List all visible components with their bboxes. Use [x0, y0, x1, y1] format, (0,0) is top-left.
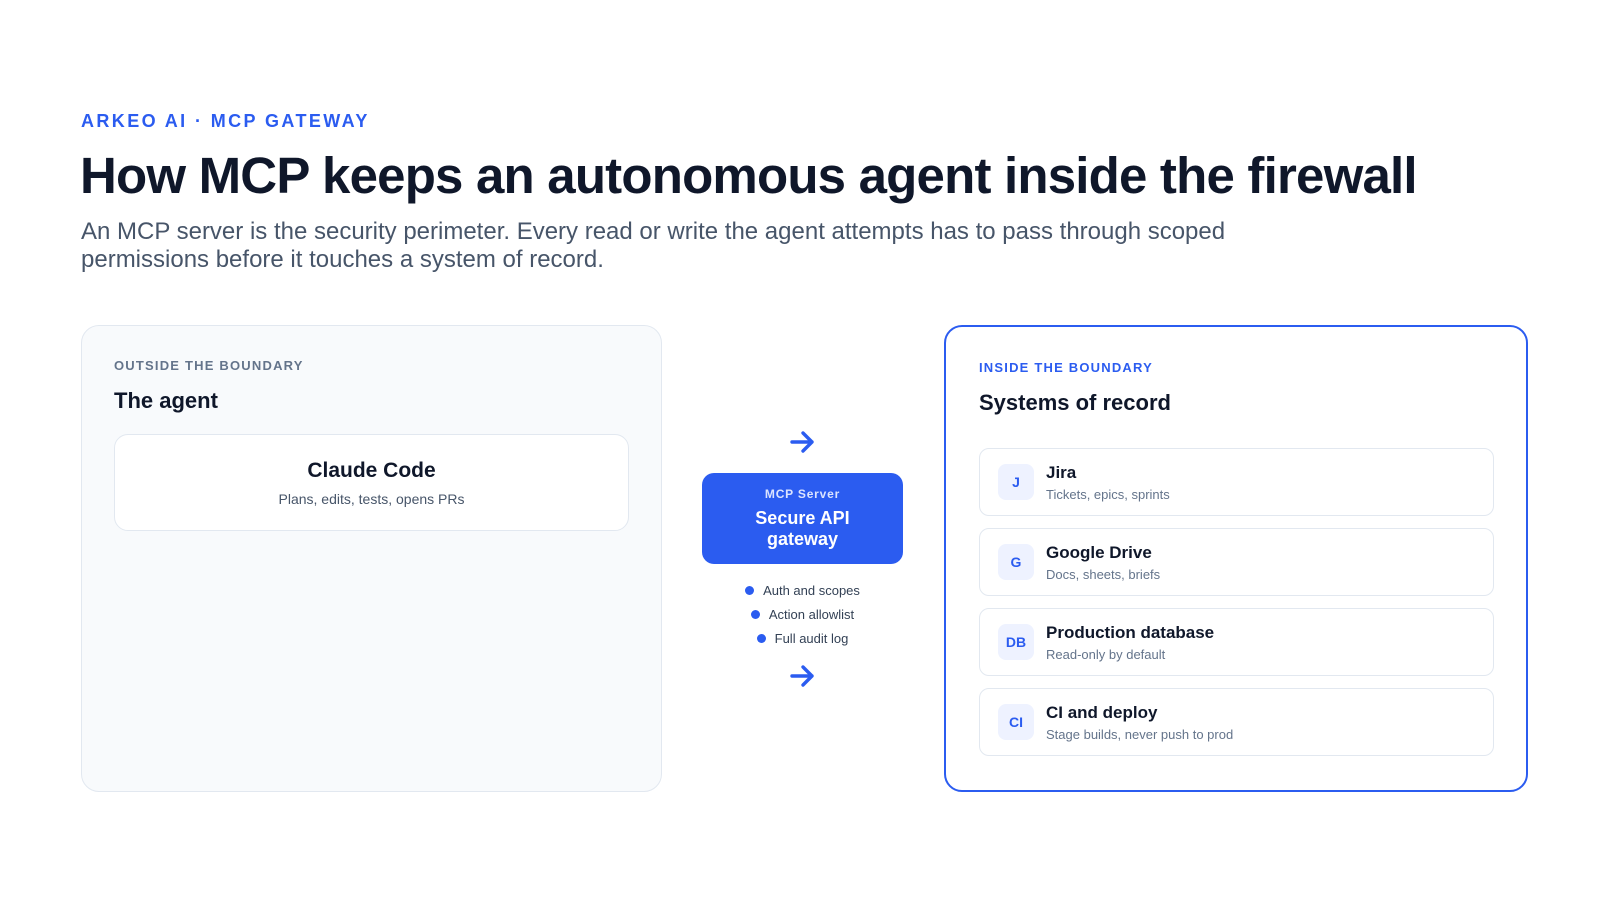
- feature-item: Auth and scopes: [702, 578, 903, 602]
- system-description: Read-only by default: [1046, 647, 1166, 662]
- arrow-right-icon: [790, 431, 814, 453]
- feature-label: Full audit log: [774, 630, 849, 646]
- gateway-name: Secure API gateway: [755, 508, 850, 549]
- system-name: Google Drive: [1046, 543, 1152, 562]
- feature-item: Action allowlist: [702, 602, 903, 626]
- feature-item: Full audit log: [702, 626, 903, 650]
- system-badge: G: [998, 544, 1034, 580]
- inside-boundary-panel: INSIDE THE BOUNDARY Systems of record J …: [944, 325, 1528, 792]
- system-row-jira: J Jira Tickets, epics, sprints: [979, 448, 1494, 516]
- system-name: Production database: [1046, 623, 1215, 642]
- system-badge: J: [998, 464, 1034, 500]
- inside-boundary-title: Systems of record: [979, 390, 1171, 415]
- bullet-dot-icon: [745, 585, 755, 595]
- agent-description: Plans, edits, tests, opens PRs: [278, 491, 465, 507]
- outside-boundary-label: OUTSIDE THE BOUNDARY: [114, 358, 304, 373]
- system-row-google-drive: G Google Drive Docs, sheets, briefs: [979, 528, 1494, 596]
- outside-boundary-title: The agent: [114, 388, 218, 413]
- mcp-server-box: MCP Server Secure API gateway: [702, 473, 903, 564]
- system-name: CI and deploy: [1046, 703, 1158, 722]
- system-row-ci-deploy: CI CI and deploy Stage builds, never pus…: [979, 688, 1494, 756]
- systems-list: J Jira Tickets, epics, sprints G Google …: [979, 448, 1494, 768]
- system-badge: DB: [998, 624, 1034, 660]
- system-badge: CI: [998, 704, 1034, 740]
- page-title: How MCP keeps an autonomous agent inside…: [80, 147, 1418, 204]
- feature-label: Action allowlist: [768, 606, 855, 622]
- agent-name: Claude Code: [307, 459, 436, 482]
- inside-boundary-label: INSIDE THE BOUNDARY: [979, 360, 1153, 375]
- bullet-dot-icon: [756, 633, 766, 643]
- bullet-dot-icon: [750, 609, 760, 619]
- gateway-features: Auth and scopes Action allowlist Full au…: [702, 578, 903, 650]
- system-name: Jira: [1046, 463, 1077, 482]
- system-row-production-database: DB Production database Read-only by defa…: [979, 608, 1494, 676]
- system-description: Docs, sheets, briefs: [1046, 567, 1161, 582]
- arrow-right-icon: [790, 665, 814, 687]
- agent-card: Claude Code Plans, edits, tests, opens P…: [114, 434, 629, 531]
- system-description: Stage builds, never push to prod: [1046, 727, 1234, 742]
- page-subtitle: An MCP server is the security perimeter.…: [81, 218, 1226, 273]
- gateway-tag: MCP Server: [764, 487, 841, 501]
- eyebrow: ARKEO AI · MCP GATEWAY: [81, 111, 370, 131]
- outside-boundary-panel: OUTSIDE THE BOUNDARY The agent Claude Co…: [81, 325, 662, 792]
- feature-label: Auth and scopes: [763, 582, 860, 598]
- system-description: Tickets, epics, sprints: [1046, 487, 1170, 502]
